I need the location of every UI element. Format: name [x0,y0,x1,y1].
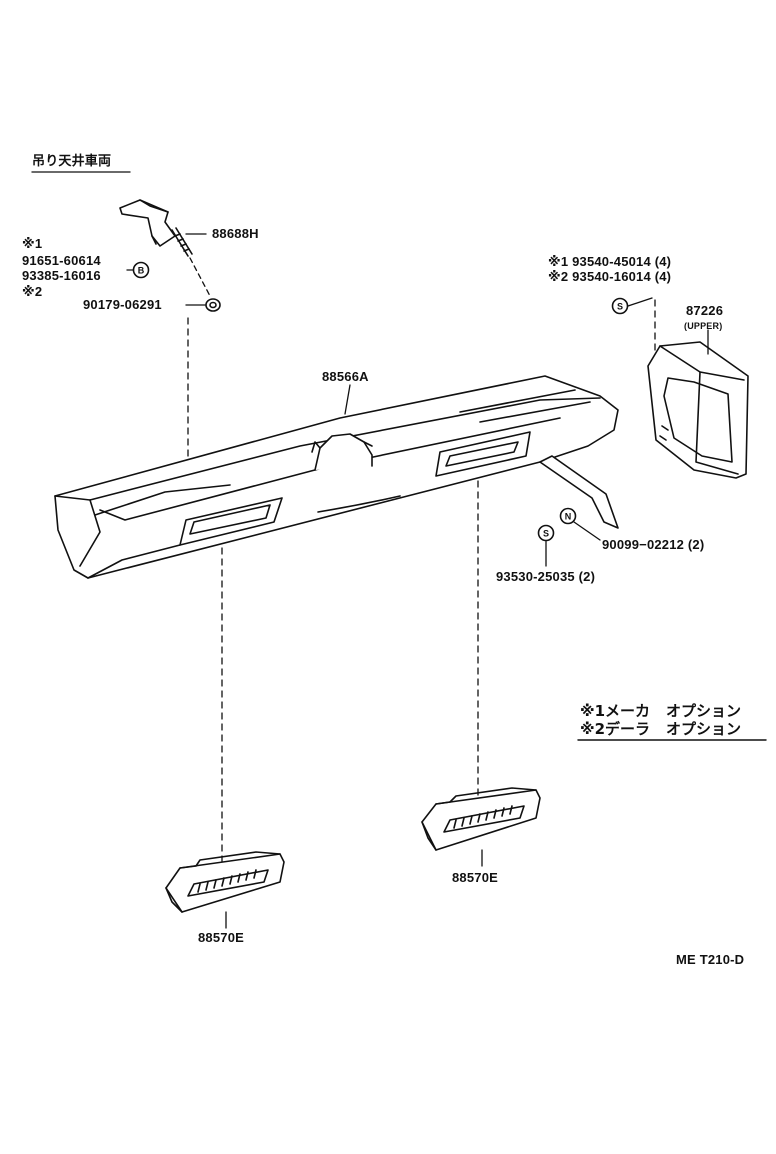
label-87226-upper: (UPPER) [684,321,723,331]
screw-s-top [611,297,629,315]
legend-row-1: ※1メーカオプション [580,702,741,721]
bolt-b-symbol [132,261,150,279]
label-90179: 90179-06291 [83,297,162,312]
frame-87226 [647,341,749,479]
legend-option-1: オプション [666,702,742,720]
symbol-s-top: S [617,302,623,312]
symbol-b: B [138,266,145,276]
legend-mark-2: ※2 [580,720,606,738]
lamp-88570e-left [165,851,285,913]
nut-n [559,507,577,525]
label-87226: 87226 [686,303,724,318]
legend-dealer: デーラ [605,720,651,738]
label-90099: 90099−02212 (2) [602,537,705,552]
bolt-88688h [171,227,207,257]
legend-maker: メーカ [605,702,651,720]
symbol-s-bottom: S [543,529,549,539]
leader-88566a [344,384,351,415]
legend-row-2: ※2デーラオプション [580,720,741,739]
legend-option-2: オプション [666,720,742,738]
roof-console-88566a [54,375,619,579]
mark-1-left: ※1 [22,236,43,251]
label-88570e-right: 88570E [452,870,499,885]
bracket-88688h [119,199,176,247]
label-93540-45014: ※1 93540-45014 (4) [548,254,672,269]
mark-2-left: ※2 [22,284,43,299]
label-88566a: 88566A [322,369,369,384]
symbol-n: N [565,512,572,522]
label-91651: 91651-60614 [22,253,101,268]
leader-bolt-nut [189,257,211,297]
label-93530: 93530-25035 (2) [496,569,596,584]
label-88570e-left: 88570E [198,930,245,945]
nut-90179 [205,298,221,312]
legend-mark-1: ※1 [580,702,606,720]
leader-screw-s [627,297,653,307]
label-93540-16014: ※2 93540-16014 (4) [548,269,672,284]
header-note: 吊り天井車両 [32,154,112,169]
label-93385: 93385-16016 [22,268,101,283]
diagram-code: ME T210-D [676,952,745,967]
label-88688h: 88688H [212,226,259,241]
leader-90099 [573,521,601,541]
lamp-88570e-right [421,787,541,851]
